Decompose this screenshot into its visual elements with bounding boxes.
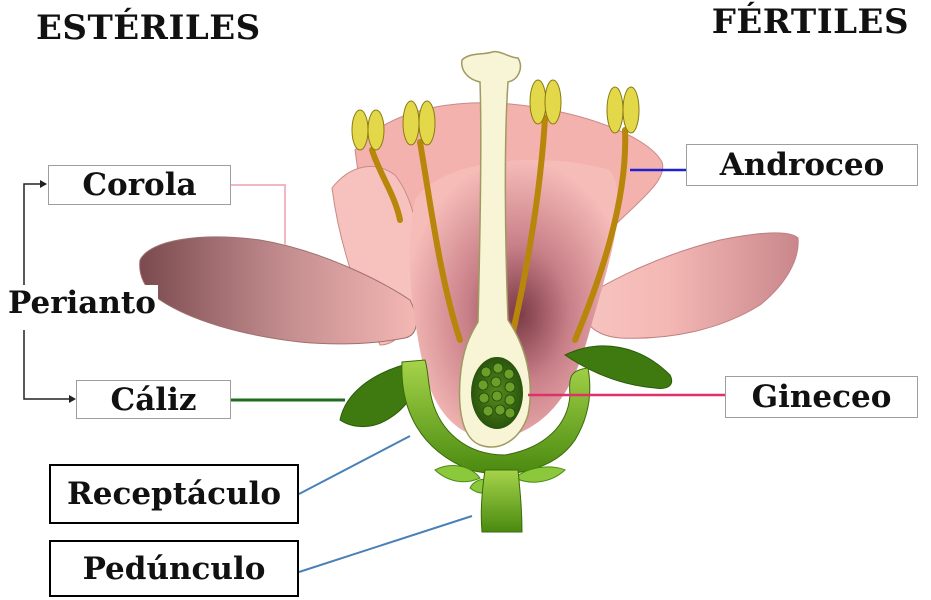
label-perianto: Perianto	[6, 285, 158, 321]
label-receptaculo: Receptáculo	[49, 464, 299, 524]
pedunculo-leader-line	[299, 516, 472, 572]
peduncle-stem	[481, 470, 522, 532]
label-corola: Corola	[48, 165, 231, 205]
arrow-to-corola	[40, 180, 47, 188]
label-caliz: Cáliz	[76, 380, 231, 419]
right-outer-petal	[580, 233, 798, 338]
corola-leader-line	[231, 185, 285, 245]
label-pedunculo: Pedúnculo	[49, 540, 299, 597]
label-gineceo: Gineceo	[725, 376, 918, 418]
label-androceo: Androceo	[686, 144, 918, 186]
heading-fertiles: FÉRTILES	[712, 2, 909, 42]
heading-esteriles: ESTÉRILES	[36, 8, 261, 48]
receptaculo-leader-line	[299, 436, 410, 494]
arrow-to-caliz	[69, 395, 76, 403]
